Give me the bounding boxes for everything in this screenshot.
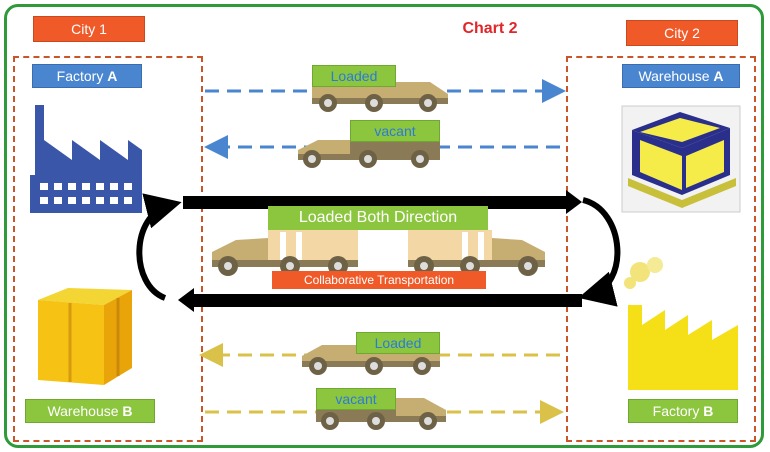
truck-collab-right [408, 230, 545, 276]
collaborative-loop [136, 190, 621, 312]
factory-a-tag: Factory A [32, 64, 142, 88]
factory-b-icon [624, 257, 738, 390]
city-1-label: City 1 [71, 21, 107, 37]
warehouse-a-label: Warehouse [638, 68, 710, 84]
factory-a-label: Factory [56, 68, 104, 84]
warehouse-b-label: Warehouse [47, 403, 119, 419]
truck-bottom-loaded-text: Loaded [374, 335, 422, 351]
factory-a-letter: A [107, 68, 118, 84]
warehouse-b-letter: B [122, 403, 133, 419]
factory-b-label: Factory [652, 403, 700, 419]
factory-a-icon [30, 105, 142, 213]
truck-top-loaded-label: Loaded [312, 65, 396, 87]
truck-bottom-vacant-label: vacant [316, 388, 396, 410]
city-2-tag: City 2 [626, 20, 738, 46]
warehouse-b-icon [38, 288, 132, 385]
truck-top-loaded-text: Loaded [330, 68, 378, 84]
collaborative-text: Collaborative Transportation [303, 273, 455, 287]
truck-bottom-loaded-label: Loaded [356, 332, 440, 354]
warehouse-a-tag: Warehouse A [622, 64, 740, 88]
truck-bottom-vacant-text: vacant [335, 391, 377, 407]
warehouse-b-tag: Warehouse B [25, 399, 155, 423]
city-1-region [13, 56, 203, 442]
both-direction-label: Loaded Both Direction [268, 206, 488, 230]
chart-title: Chart 2 [462, 20, 518, 37]
city-2-label: City 2 [664, 25, 700, 41]
warehouse-a-icon [621, 105, 741, 213]
city-1-tag: City 1 [33, 16, 145, 42]
collaborative-label: Collaborative Transportation [272, 271, 486, 289]
truck-collab-left [212, 230, 358, 276]
warehouse-a-letter: A [713, 68, 724, 84]
factory-b-tag: Factory B [628, 399, 738, 423]
truck-top-vacant-text: vacant [374, 123, 416, 139]
both-direction-text: Loaded Both Direction [298, 209, 458, 226]
truck-top-vacant-label: vacant [350, 120, 440, 142]
truck-top-vacant [298, 138, 440, 168]
outer-frame [4, 4, 764, 448]
factory-b-letter: B [703, 403, 714, 419]
city-2-region [566, 56, 756, 442]
